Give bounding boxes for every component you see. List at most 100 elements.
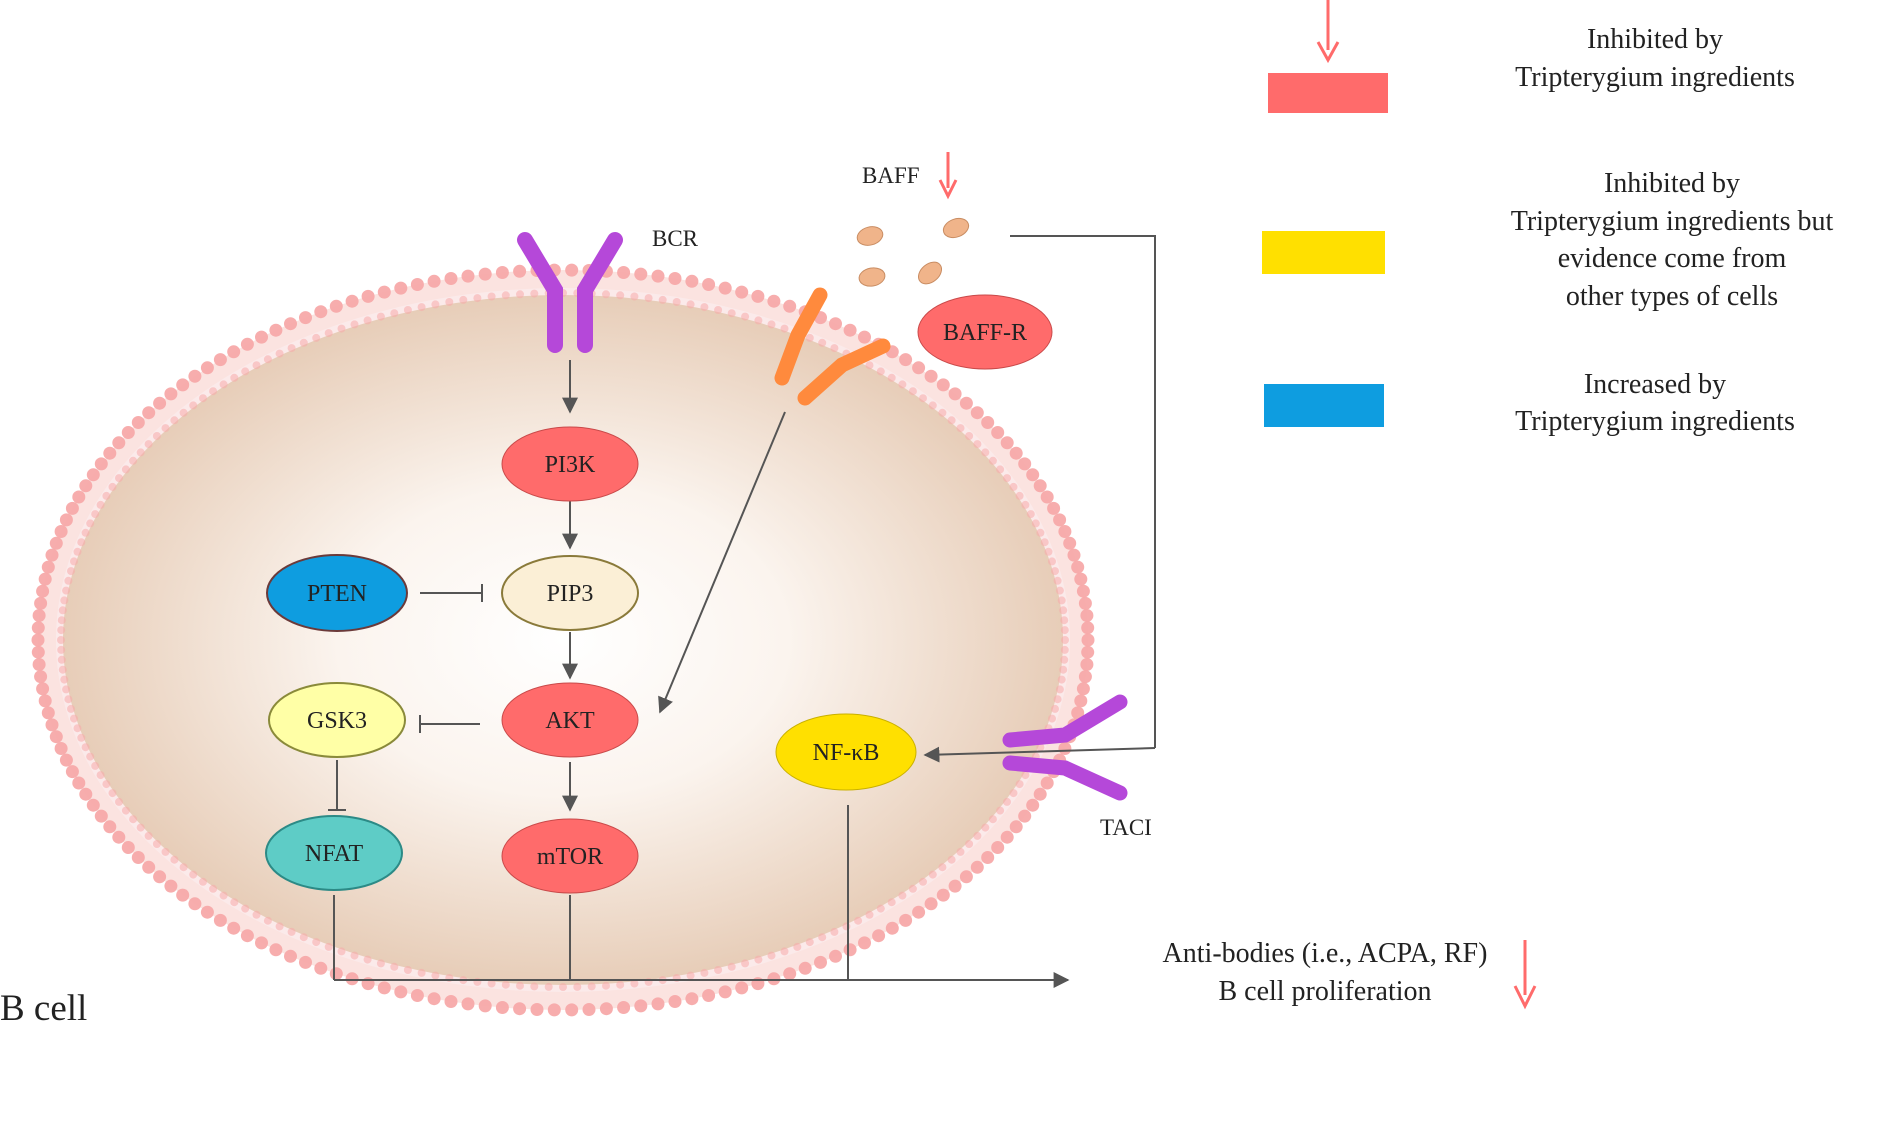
membrane-dot — [227, 921, 241, 935]
membrane-dot — [1076, 584, 1090, 598]
membrane-dot — [573, 982, 582, 991]
membrane-dot — [403, 306, 412, 314]
membrane-dot — [478, 267, 492, 281]
membrane-dot — [376, 312, 385, 321]
membrane-dot — [263, 916, 272, 925]
membrane-dot — [783, 299, 797, 313]
membrane-dot — [58, 606, 67, 615]
membrane-dot — [34, 670, 48, 684]
membrane-dot — [714, 306, 723, 314]
membrane-dot — [988, 456, 997, 465]
membrane-dot — [1040, 490, 1054, 504]
membrane-dot — [38, 572, 52, 586]
membrane-dot — [153, 870, 167, 884]
membrane-dot — [516, 981, 524, 990]
membrane-dot — [377, 285, 391, 299]
membrane-dot — [767, 320, 776, 329]
membrane-dot — [284, 949, 297, 963]
membrane-dot — [814, 955, 827, 969]
membrane-dot — [487, 292, 496, 301]
membrane-dot — [121, 806, 130, 815]
membrane-dot — [981, 416, 995, 429]
membrane-dot — [587, 982, 596, 991]
membrane-dot — [996, 465, 1005, 474]
membrane-dot — [176, 378, 190, 392]
membrane-dot — [60, 675, 69, 684]
membrane-dot — [754, 955, 763, 964]
membrane-dot — [121, 426, 135, 439]
membrane-dot — [1021, 771, 1030, 780]
membrane-dot — [970, 860, 984, 874]
baff-label: BAFF — [862, 163, 920, 188]
membrane-dot — [965, 840, 974, 848]
membrane-dot — [973, 831, 982, 840]
bcr-receptor — [517, 232, 623, 353]
baff-particle — [856, 226, 884, 246]
membrane-dot — [1026, 468, 1040, 482]
membrane-dot — [1076, 682, 1090, 696]
membrane-dot — [57, 616, 66, 625]
membrane-dot — [103, 820, 117, 834]
membrane-dot — [928, 870, 937, 879]
membrane-dot — [981, 823, 990, 832]
membrane-dot — [67, 704, 75, 713]
membrane-dot — [431, 300, 440, 309]
membrane-dot — [1051, 567, 1059, 576]
membrane-dot — [189, 870, 198, 879]
membrane-dot — [1071, 560, 1085, 574]
membrane-dot — [547, 1003, 561, 1017]
membrane-dot — [31, 633, 45, 647]
membrane-dot — [299, 933, 308, 942]
membrane-dot — [1074, 694, 1088, 708]
node-nfat: NFAT — [265, 815, 403, 891]
membrane-dot — [1059, 606, 1068, 615]
membrane-dot — [161, 424, 170, 433]
membrane-dot — [1063, 536, 1077, 550]
membrane-dot — [501, 291, 510, 300]
membrane-dot — [959, 396, 973, 410]
membrane-dot — [829, 317, 842, 331]
membrane-dot — [912, 905, 926, 919]
membrane-dot — [1055, 586, 1064, 595]
membrane-dot — [115, 474, 123, 483]
membrane-dot — [79, 479, 93, 493]
membrane-dot — [390, 962, 399, 971]
membrane-dot — [324, 329, 333, 338]
membrane-dot — [924, 897, 938, 911]
membrane-dot — [780, 947, 789, 956]
membrane-dot — [461, 997, 475, 1011]
outcome-down-arrow-icon — [1513, 940, 1537, 1010]
membrane-dot — [843, 323, 857, 337]
membrane-dot — [67, 567, 75, 576]
membrane-dot — [1078, 670, 1092, 684]
membrane-dot — [473, 294, 482, 303]
membrane-dot — [616, 980, 625, 989]
membrane-dot — [565, 263, 579, 277]
membrane-dot — [1048, 714, 1056, 723]
membrane-dot — [559, 983, 567, 991]
legend-item2-line1: Inhibited by — [1604, 168, 1740, 199]
outcome-line1: Anti-bodies (i.e., ACPA, RF) — [1163, 938, 1488, 969]
membrane-dot — [91, 761, 100, 770]
membrane-dot — [885, 921, 899, 935]
membrane-dot — [783, 967, 797, 981]
pi3k-label: PI3K — [545, 452, 596, 478]
membrane-dot — [427, 992, 441, 1006]
membrane-dot — [345, 294, 359, 308]
membrane-dot — [94, 809, 108, 823]
b-cell-label: B cell — [0, 988, 87, 1029]
membrane-dot — [513, 1002, 527, 1016]
membrane-dot — [919, 394, 927, 403]
membrane-dot — [287, 927, 296, 936]
membrane-dot — [898, 891, 907, 900]
membrane-dot — [718, 985, 732, 999]
membrane-dot — [77, 538, 86, 547]
membrane-dot — [1058, 742, 1072, 755]
membrane-dot — [403, 966, 412, 974]
baffr-label: BAFF-R — [943, 320, 1027, 346]
membrane-dot — [445, 298, 454, 306]
membrane-dot — [872, 929, 886, 943]
membrane-dot — [948, 387, 962, 401]
membrane-dot — [1060, 645, 1069, 654]
